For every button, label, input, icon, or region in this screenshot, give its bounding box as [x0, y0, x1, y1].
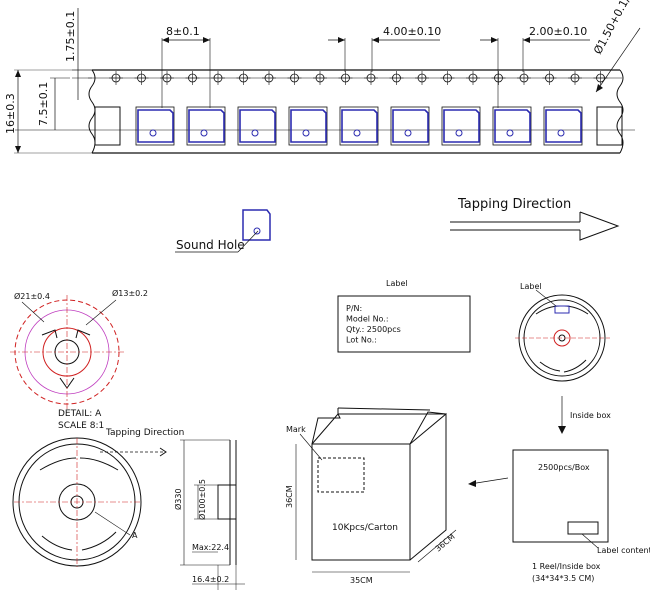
detail-dia-outer: Ø21±0.4 — [14, 291, 50, 301]
sprocket-hole — [542, 71, 557, 85]
inside-box-content: 2500pcs/Box — [538, 463, 590, 472]
sprocket-hole — [313, 71, 327, 85]
label-line: Lot No.: — [346, 336, 377, 345]
inside-box-caption1: 1 Reel/Inside box — [532, 562, 601, 571]
reel-marker: A — [132, 531, 138, 540]
dim-pitch-hole: 4.00±0.10 — [383, 25, 441, 38]
part-pocket — [390, 106, 430, 146]
reel-hub-width: 16.4±0.2 — [192, 575, 229, 584]
sprocket-hole — [415, 71, 429, 85]
sound-hole-label: Sound Hole — [176, 238, 245, 252]
label-title: Label — [386, 279, 408, 288]
carrier-tape — [15, 69, 635, 154]
sprocket-hole — [389, 71, 404, 85]
part-pockets — [135, 106, 583, 146]
reel-front: Tapping Direction A — [12, 428, 184, 567]
reel-hub-dia: Ø100±0.5 — [197, 479, 207, 520]
carton-content: 10Kpcs/Carton — [332, 523, 398, 533]
inside-box-label-content: Label content — [597, 546, 650, 555]
dim-hole-offset: 1.75±0.1 — [64, 11, 77, 62]
dim-pitch-part: 8±0.1 — [166, 25, 200, 38]
sprocket-hole — [211, 71, 225, 85]
part-pocket — [339, 106, 379, 146]
part-pocket — [288, 106, 328, 146]
part-pocket — [441, 106, 481, 146]
detail-a: Ø21±0.4 Ø13±0.2 DETAIL: A SCALE 8:1 — [10, 288, 148, 431]
label-line: Qty.: 2500pcs — [346, 325, 401, 334]
label-line: Model No.: — [346, 315, 389, 324]
small-reel: Label Inside box — [515, 282, 611, 434]
reel-dia: Ø330 — [173, 488, 183, 510]
part-pocket — [492, 106, 532, 146]
carton-mark: Mark — [286, 425, 306, 434]
sprocket-hole — [491, 71, 506, 85]
detail-scale: SCALE 8:1 — [58, 421, 104, 431]
sprocket-hole — [236, 71, 251, 85]
part-pocket — [135, 106, 175, 146]
inside-box-arrow-label: Inside box — [570, 411, 611, 420]
detail-dia-inner: Ø13±0.2 — [112, 288, 148, 298]
sprocket-hole — [517, 71, 531, 85]
tape-direction: Tapping Direction — [450, 197, 620, 241]
sprocket-hole — [109, 71, 123, 85]
small-reel-label: Label — [520, 282, 542, 291]
part-pocket — [237, 106, 277, 146]
dim-hole-part: 2.00±0.10 — [529, 25, 587, 38]
sprocket-hole — [338, 71, 353, 85]
reel-direction-label: Tapping Direction — [105, 428, 184, 438]
sprocket-hole — [593, 71, 608, 85]
reel-max-width: Max:22.4 — [192, 543, 229, 552]
sprocket-hole — [466, 71, 480, 85]
sprocket-hole — [287, 71, 302, 85]
reel-side: Ø330 Ø100±0.5 Max:22.4 16.4±0.2 — [173, 439, 245, 590]
sprocket-hole — [262, 71, 276, 85]
sprocket-hole — [568, 71, 582, 85]
carton-depth: 36CM — [434, 532, 457, 554]
sprocket-hole — [440, 71, 455, 85]
sprocket-holes — [109, 71, 608, 85]
label-line: P/N: — [346, 304, 362, 313]
carton-length: 35CM — [350, 576, 373, 585]
inside-box: 2500pcs/Box Label content 1 Reel/Inside … — [512, 449, 650, 583]
dim-center: 7.5±0.1 — [37, 82, 50, 126]
part-pocket — [186, 106, 226, 146]
sprocket-hole — [364, 71, 378, 85]
carton-height: 36CM — [285, 485, 294, 508]
carton: Mark 10Kpcs/Carton 36CM 35CM 36CM — [285, 407, 457, 585]
sprocket-hole — [185, 71, 200, 85]
sprocket-hole — [160, 71, 174, 85]
tape-direction-label: Tapping Direction — [457, 197, 571, 212]
sprocket-hole — [134, 71, 149, 85]
sound-hole-callout: Sound Hole — [175, 209, 271, 253]
part-pocket — [543, 106, 583, 146]
detail-title: DETAIL: A — [58, 409, 102, 419]
inside-box-caption2: (34*34*3.5 CM) — [532, 574, 594, 583]
dim-width: 16±0.3 — [4, 93, 17, 134]
dim-hole-dia: Ø1.50+0.1/-0 — [591, 0, 637, 56]
